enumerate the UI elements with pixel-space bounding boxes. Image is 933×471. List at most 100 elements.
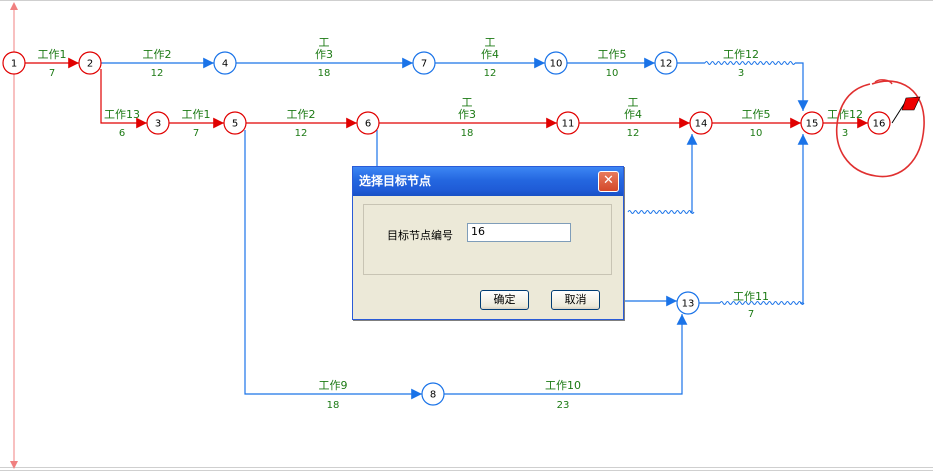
work-name-part: 工 [319,36,330,49]
work-duration: 6 [119,128,125,139]
dialog-groupbox [363,204,612,275]
node-circle [146,111,170,135]
node-circle [412,51,436,75]
node-circle [2,51,26,75]
node-number: 13 [682,299,695,310]
work-label-2-4: 工作2 12 [143,48,172,79]
work-label-14-15: 工作5 10 [742,108,771,139]
close-icon[interactable]: ✕ [598,171,619,192]
work-duration: 7 [49,68,55,79]
work-arrow-13-15[interactable] [797,134,809,304]
work-name: 工作2 [287,108,316,121]
work-arrow-2-3[interactable] [100,69,147,129]
edges-layer [25,57,868,400]
work-name: 工作10 [545,379,581,392]
work-name: 工作12 [723,48,759,61]
node-circle [78,51,102,75]
node-8[interactable]: 8 [421,382,445,406]
node-5[interactable]: 5 [223,111,247,135]
target-node-input[interactable]: 16 [467,223,571,242]
work-label-4-7: 工作3 18 [315,36,333,79]
target-node-label: 目标节点编号 [387,229,453,242]
node-6[interactable]: 6 [356,111,380,135]
work-label-5-8: 工作9 18 [319,379,348,411]
work-name: 工作5 [598,48,627,61]
work-arrow-5-8[interactable] [244,130,422,400]
node-circle [800,111,824,135]
node-12[interactable]: 12 [654,51,678,75]
highlight-circle-tail [874,79,893,85]
work-duration: 12 [295,128,308,139]
node-16[interactable]: 16 [867,111,891,135]
dialog-titlebar[interactable]: 选择目标节点 [353,167,623,196]
node-3[interactable]: 3 [146,111,170,135]
node-number: 14 [695,119,708,130]
work-duration: 3 [842,128,848,139]
node-number: 4 [222,59,228,70]
node-number: 7 [421,59,427,70]
work-name: 工作1 [182,108,211,121]
work-label-8-13: 工作10 23 [545,379,581,411]
dialog-title: 选择目标节点 [359,174,432,188]
work-name: 工作2 [143,48,172,61]
node-2[interactable]: 2 [78,51,102,75]
node-circle [544,51,568,75]
node-number: 11 [562,119,575,130]
work-duration: 7 [193,128,199,139]
node-13[interactable]: 13 [676,291,700,315]
node-15[interactable]: 15 [800,111,824,135]
work-name: 工作13 [104,108,140,121]
work-arrow-12-15-free-float [704,61,796,65]
node-number: 16 [873,119,886,130]
work-duration: 12 [151,68,164,79]
node-11[interactable]: 11 [556,111,580,135]
node-number: 1 [11,59,17,70]
node-number: 2 [87,59,93,70]
node-4[interactable]: 4 [213,51,237,75]
work-name: 工作5 [742,108,771,121]
node-number: 12 [660,59,673,70]
connector-1[interactable] [686,134,698,213]
node-number: 10 [550,59,563,70]
work-name-part: 作3 [315,48,333,61]
work-arrow-8-13[interactable] [444,314,688,395]
node-7[interactable]: 7 [412,51,436,75]
work-label-3-5: 工作1 7 [182,108,211,139]
node-circle [223,111,247,135]
work-duration: 23 [557,400,570,411]
node-10[interactable]: 10 [544,51,568,75]
work-label-2-3: 工作13 6 [104,108,140,139]
work-arrow-12-15[interactable] [795,62,809,111]
work-duration: 18 [327,400,340,411]
work-name-part: 工 [485,36,496,49]
work-name-part: 工 [628,96,639,109]
cancel-button[interactable]: 取消 [551,290,600,310]
node-circle [421,382,445,406]
work-arrow-13-15-free-float [719,301,805,305]
node-1[interactable]: 1 [2,51,26,75]
node-circle [867,111,891,135]
work-name: 工作9 [319,379,348,392]
node-circle [689,111,713,135]
select-target-node-dialog: 选择目标节点 ✕ 目标节点编号 16 确定 取消 [352,166,624,320]
labels-layer: 工作17工作212工作318工作412工作510工作123工作136工作17工作… [38,36,864,411]
ok-button[interactable]: 确定 [480,290,529,310]
node-14[interactable]: 14 [689,111,713,135]
work-duration: 18 [318,68,331,79]
work-duration: 10 [750,128,763,139]
work-duration: 3 [738,68,744,79]
work-name-part: 工 [462,96,473,109]
node-circle [654,51,678,75]
work-label-5-6: 工作2 12 [287,108,316,139]
node-circle [213,51,237,75]
work-name-part: 作4 [624,108,642,121]
